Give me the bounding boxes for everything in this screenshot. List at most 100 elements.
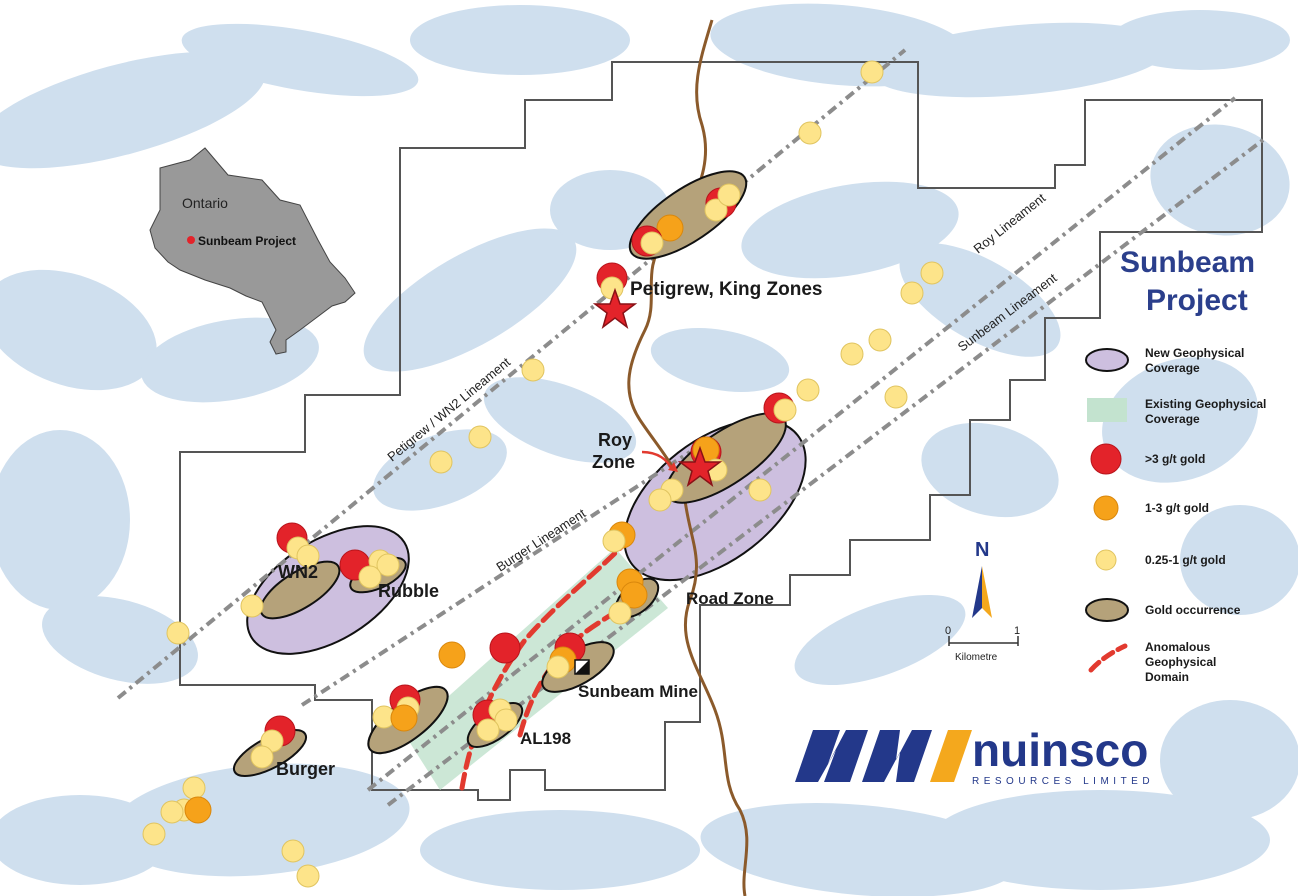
- legend-high-grade-label: >3 g/t gold: [1145, 452, 1205, 466]
- mid-grade-sample: [656, 214, 684, 242]
- water-body: [410, 5, 630, 75]
- low-grade-sample: [748, 478, 772, 502]
- water-body: [0, 269, 157, 391]
- low-grade-sample: [546, 655, 570, 679]
- low-grade-sample: [250, 745, 274, 769]
- low-grade-sample: [798, 121, 822, 145]
- label-al198: AL198: [520, 729, 571, 748]
- low-grade-sample: [429, 450, 453, 474]
- scale-one: 1: [1014, 625, 1020, 637]
- label-ontario: Ontario: [182, 195, 228, 211]
- low-grade-sample: [796, 378, 820, 402]
- low-grade-sample: [640, 231, 664, 255]
- low-grade-sample: [296, 864, 320, 888]
- petigrew-star-marker: [592, 287, 638, 329]
- map-title-line1: Sunbeam: [1120, 246, 1255, 279]
- water-body: [650, 328, 790, 392]
- low-grade-sample: [868, 328, 892, 352]
- legend-anomalous-line1: Anomalous: [1145, 640, 1211, 654]
- water-body: [0, 430, 130, 610]
- water-body: [0, 51, 266, 169]
- water-body: [363, 228, 577, 372]
- logo-tagline: RESOURCES LIMITED: [972, 776, 1154, 787]
- map-legend: New Geophysical Coverage Existing Geophy…: [1085, 346, 1266, 684]
- water-body: [1180, 505, 1298, 615]
- low-grade-sample: [468, 425, 492, 449]
- legend-anomalous-swatch: [1088, 643, 1128, 673]
- legend-new-coverage-line1: New Geophysical: [1145, 346, 1244, 360]
- high-grade-sample: [489, 632, 521, 664]
- water-body: [1102, 357, 1258, 483]
- nuinsco-logo: nuinsco RESOURCES LIMITED: [795, 724, 1154, 787]
- mid-grade-sample: [390, 704, 418, 732]
- low-grade-sample: [358, 565, 382, 589]
- legend-existing-coverage-line2: Coverage: [1145, 412, 1200, 426]
- label-inset-project: Sunbeam Project: [198, 234, 296, 248]
- label-sunbeam-mine: Sunbeam Mine: [578, 682, 698, 701]
- legend-new-coverage-swatch: [1085, 348, 1129, 372]
- gold-occurrence: [259, 560, 341, 620]
- scale-zero: 0: [945, 625, 951, 637]
- low-grade-sample: [182, 776, 206, 800]
- roy-zone-arrowhead: [668, 462, 678, 472]
- scale-bar: 0 1 Kilometre: [945, 625, 1020, 663]
- map-title-line2: Project: [1146, 284, 1248, 317]
- water-body: [794, 594, 966, 686]
- low-grade-sample: [608, 601, 632, 625]
- label-road-zone: Road Zone: [686, 589, 774, 608]
- label-lineament-burger: Burger Lineament: [493, 505, 588, 574]
- mid-grade-sample: [184, 796, 212, 824]
- low-grade-sample: [840, 342, 864, 366]
- lineament-petigrew: [116, 48, 907, 700]
- low-grade-sample: [142, 822, 166, 846]
- low-grade-sample: [860, 60, 884, 84]
- legend-mid-grade-label: 1-3 g/t gold: [1145, 501, 1209, 515]
- legend-occurrence-label: Gold occurrence: [1145, 603, 1241, 617]
- low-grade-sample: [704, 198, 728, 222]
- low-grade-sample: [166, 621, 190, 645]
- sunbeam-mine-marker: [574, 659, 590, 675]
- low-grade-sample: [521, 358, 545, 382]
- label-roy-zone-line2: Zone: [592, 452, 635, 472]
- low-grade-sample: [281, 839, 305, 863]
- roy-star-marker: [677, 445, 723, 487]
- label-roy-zone-line1: Roy: [598, 430, 632, 450]
- north-arrow-right: [982, 566, 992, 618]
- logo-mark-bar: [930, 730, 972, 782]
- water-body: [483, 377, 637, 463]
- water-body: [1150, 124, 1290, 236]
- lineament-burger: [300, 450, 692, 707]
- legend-occurrence-swatch: [1085, 598, 1129, 622]
- legend-low-grade-swatch: [1095, 549, 1117, 571]
- property-boundary: [179, 61, 1263, 801]
- low-grade-sample: [600, 276, 624, 300]
- legend-high-grade-swatch: [1090, 443, 1122, 475]
- low-grade-sample: [160, 800, 184, 824]
- legend-existing-coverage-line1: Existing Geophysical: [1145, 397, 1266, 411]
- water-body: [930, 790, 1270, 890]
- mid-grade-sample: [438, 641, 466, 669]
- water-body: [1110, 10, 1290, 70]
- low-grade-sample: [494, 708, 518, 732]
- water-body: [1160, 700, 1298, 820]
- low-grade-sample: [717, 183, 741, 207]
- legend-anomalous-line2: Geophysical: [1145, 655, 1216, 669]
- low-grade-sample: [296, 544, 320, 568]
- water-body: [181, 23, 419, 97]
- water-body: [0, 795, 170, 885]
- legend-new-coverage-line2: Coverage: [1145, 361, 1200, 375]
- low-grade-sample: [900, 281, 924, 305]
- legend-mid-grade-swatch: [1093, 495, 1119, 521]
- legend-anomalous-line3: Domain: [1145, 670, 1189, 684]
- scale-unit: Kilometre: [955, 652, 998, 663]
- ontario-inset: Ontario Sunbeam Project: [149, 147, 356, 355]
- label-burger: Burger: [276, 759, 335, 779]
- low-grade-sample: [240, 594, 264, 618]
- low-grade-sample: [376, 553, 400, 577]
- ontario-silhouette: [149, 147, 356, 355]
- north-label: N: [975, 539, 989, 561]
- water-body: [420, 810, 700, 890]
- logo-mark-n: [795, 730, 868, 782]
- low-grade-sample: [773, 398, 797, 422]
